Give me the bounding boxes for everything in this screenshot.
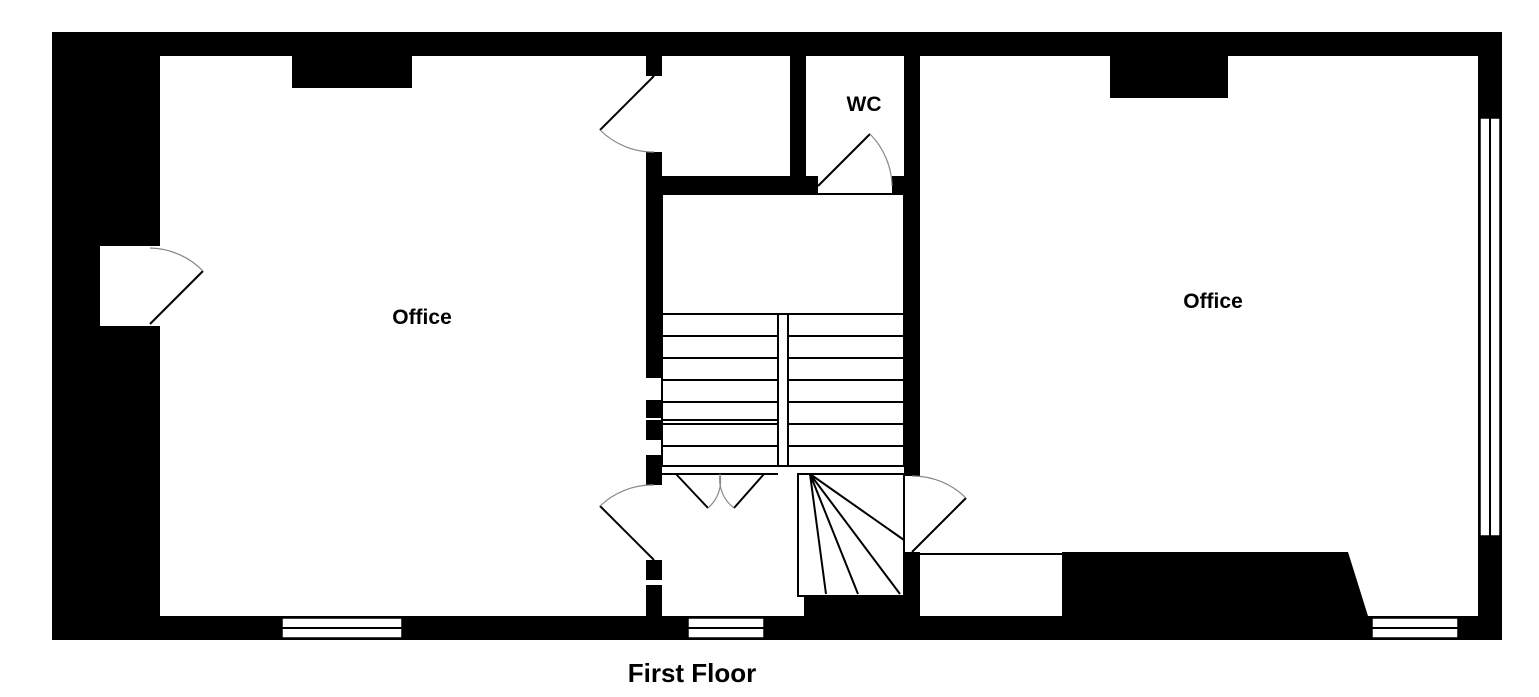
- room-label-office-left: Office: [392, 306, 452, 329]
- door-wc: [817, 133, 893, 187]
- windows: [281, 117, 1501, 639]
- fireplace-right: [1110, 56, 1228, 98]
- room-label-wc: WC: [847, 93, 882, 116]
- door-store: [599, 75, 655, 153]
- central-wall-left: [646, 56, 662, 616]
- door-right-office: [911, 475, 967, 553]
- room-label-office-right: Office: [1183, 290, 1243, 313]
- door-landing: [599, 484, 655, 561]
- door-left-office: [149, 247, 204, 325]
- right-built-in: [920, 552, 1368, 616]
- left-wall-block: [76, 56, 160, 616]
- core-walls: [662, 56, 920, 616]
- fireplace-left: [292, 56, 412, 88]
- floor-title: First Floor: [627, 658, 757, 688]
- cupboard-doors: [662, 473, 778, 509]
- staircase: [661, 193, 905, 616]
